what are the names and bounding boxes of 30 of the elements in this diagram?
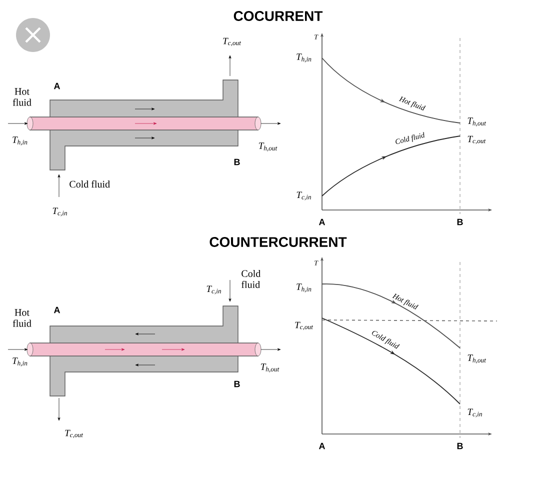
- temperature-label: T$_{h,out}$: [259, 142, 278, 152]
- temperature-label: T$_{h,out}$: [468, 354, 486, 364]
- point-label: B: [457, 442, 463, 450]
- temperature-label: T$_{h,out}$: [261, 364, 280, 372]
- point-label: A: [318, 218, 326, 226]
- temperature-label: T$_{c,out}$: [468, 136, 486, 144]
- fluid-label: Hot fluid: [12, 88, 32, 106]
- point-label: B: [457, 218, 463, 226]
- point-label: A: [54, 306, 60, 314]
- temperature-label: T$_{h,in}$: [12, 136, 28, 146]
- temperature-label: T$_{h,out}$: [468, 118, 486, 126]
- temperature-label: T$_{c,in}$: [468, 408, 482, 418]
- fluid-label: Cold fluid: [70, 180, 110, 188]
- temperature-label: T$_{c,in}$: [52, 208, 67, 216]
- temperature-label: T$_{c,out}$: [65, 430, 84, 438]
- point-label: A: [318, 442, 326, 450]
- temperature-label: T$_{c,in}$: [296, 192, 311, 200]
- temperature-label: T$_{h,in}$: [296, 54, 312, 62]
- fluid-label: Cold fluid: [242, 270, 261, 288]
- temperature-label: T$_{h,in}$: [296, 284, 312, 292]
- temperature-label: T$_{h,in}$: [12, 358, 28, 366]
- point-label: B: [234, 158, 240, 166]
- point-label: B: [234, 380, 240, 388]
- section-heading: COCURRENT: [234, 11, 323, 21]
- section-heading: COUNTERCURRENT: [210, 237, 347, 247]
- point-label: A: [54, 82, 60, 90]
- fluid-label: Hot fluid: [12, 309, 32, 327]
- temperature-label: T$_{c,out}$: [223, 38, 242, 46]
- temperature-label: T$_{c,in}$: [206, 286, 221, 294]
- temperature-label: T$_{c,out}$: [295, 322, 314, 330]
